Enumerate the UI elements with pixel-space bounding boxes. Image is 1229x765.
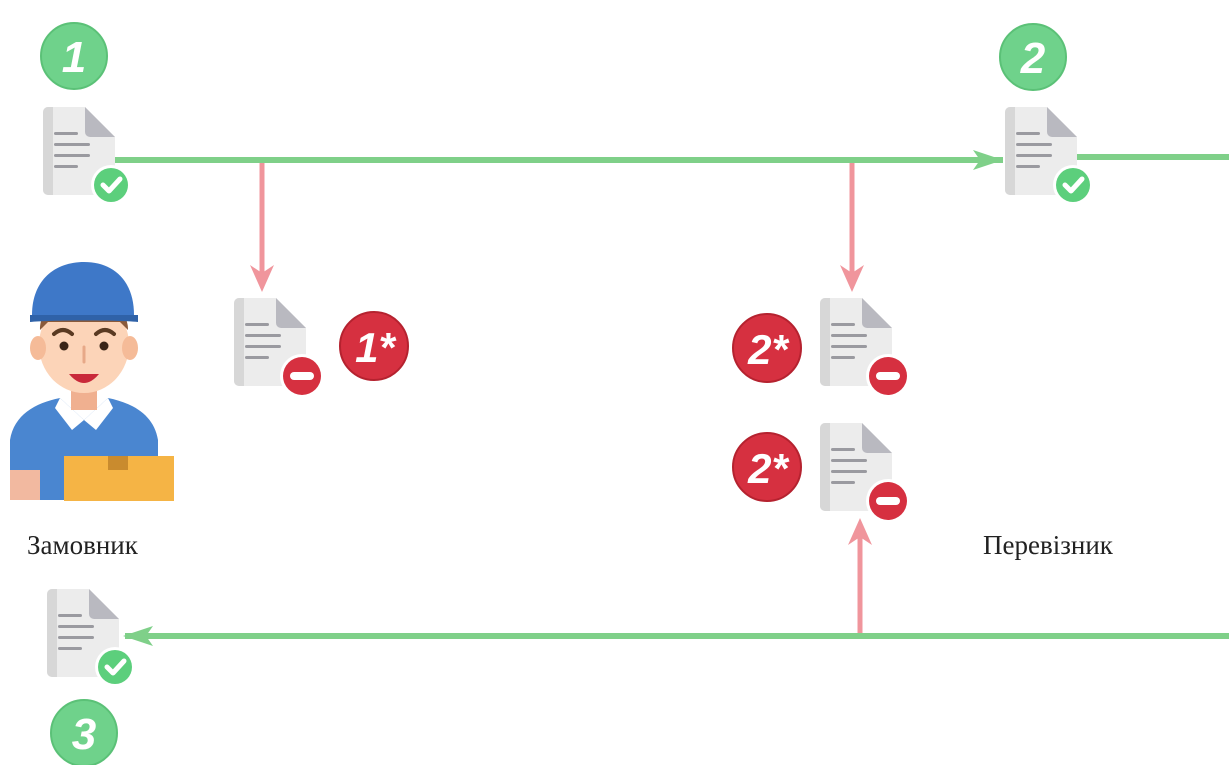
- reject-arrowhead-1: [250, 265, 274, 292]
- flow-lines: [115, 150, 1229, 646]
- rejection-badge-1-label: 1*: [355, 324, 396, 371]
- document-minus-icon: [820, 423, 910, 523]
- customer-label: Замовник: [27, 530, 138, 560]
- delivery-courier-icon: [10, 262, 174, 501]
- reject-arrowhead-2-top: [840, 265, 864, 292]
- document-minus-icon: [820, 298, 910, 398]
- rejection-badge-2b-label: 2*: [747, 445, 789, 492]
- step-badge-3-label: 3: [72, 710, 96, 759]
- step-badge-2-label: 2: [1020, 34, 1046, 83]
- step-badge-2: 2: [999, 23, 1067, 91]
- document-check-icon: [43, 107, 131, 205]
- carrier-label: Перевізник: [983, 530, 1113, 560]
- rejection-badge-1: 1*: [339, 311, 409, 381]
- document-check-icon: [47, 589, 135, 687]
- accept-arrowhead-to-customer: [123, 626, 153, 646]
- step-badge-1: 1: [40, 22, 108, 90]
- reject-arrowhead-2-bottom: [848, 518, 872, 545]
- document-minus-icon: [234, 298, 324, 398]
- accept-arrowhead-to-carrier: [973, 150, 1003, 170]
- step-badge-3: 3: [50, 699, 118, 765]
- rejection-badge-2b: 2*: [732, 432, 802, 502]
- rejection-badge-2a: 2*: [732, 313, 802, 383]
- rejection-badge-2a-label: 2*: [747, 326, 789, 373]
- step-badge-1-label: 1: [62, 33, 86, 82]
